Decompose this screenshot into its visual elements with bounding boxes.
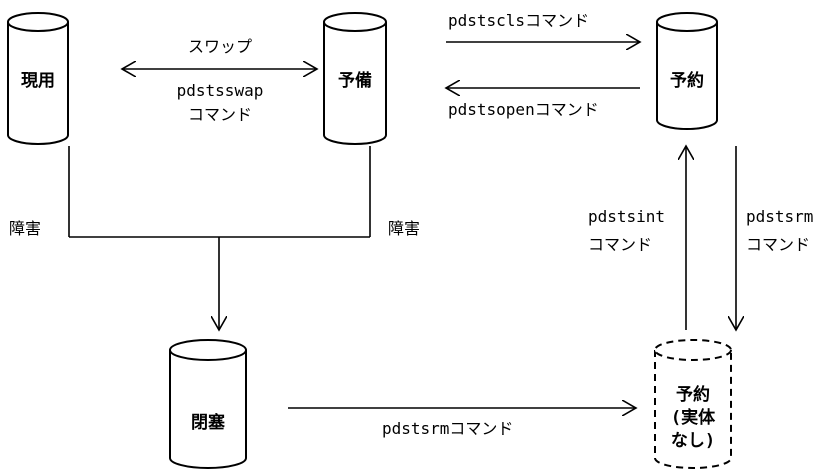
cylinder-spare: 予備 xyxy=(323,12,387,145)
cylinder-reserved: 予約 xyxy=(656,12,718,130)
cls-label: pdstsclsコマンド xyxy=(448,11,589,30)
node-blocked-label: 閉塞 xyxy=(191,412,226,433)
node-reserved-no-entity-line1: 予約 xyxy=(676,384,710,405)
node-reserved-no-entity-line2: (実体 xyxy=(671,407,716,428)
rm-right-label: pdstsrm xyxy=(746,207,813,226)
node-reserved-label: 予約 xyxy=(670,70,704,91)
cylinder-reserved-no-entity: 予約 (実体 なし) xyxy=(654,339,732,469)
rm-bottom-label: pdstsrmコマンド xyxy=(382,419,513,438)
swap-command-label: pdstsswap xyxy=(177,81,264,100)
node-spare-label: 予備 xyxy=(338,70,372,91)
fault-left-label: 障害 xyxy=(9,219,41,238)
node-reserved-no-entity-line3: なし) xyxy=(671,431,715,451)
fault-connector xyxy=(68,146,371,330)
rm-right-label-2: コマンド xyxy=(746,235,810,254)
fault-right-label: 障害 xyxy=(388,219,420,238)
int-label: pdstsint xyxy=(588,207,665,226)
node-active-label: 現用 xyxy=(21,71,55,91)
swap-label: スワップ xyxy=(188,37,252,56)
cylinder-active: 現用 xyxy=(7,12,69,145)
swap-command-label-2: コマンド xyxy=(188,105,252,124)
cylinder-blocked: 閉塞 xyxy=(169,339,247,469)
open-label: pdstsopenコマンド xyxy=(448,100,599,119)
int-label-2: コマンド xyxy=(588,235,652,254)
